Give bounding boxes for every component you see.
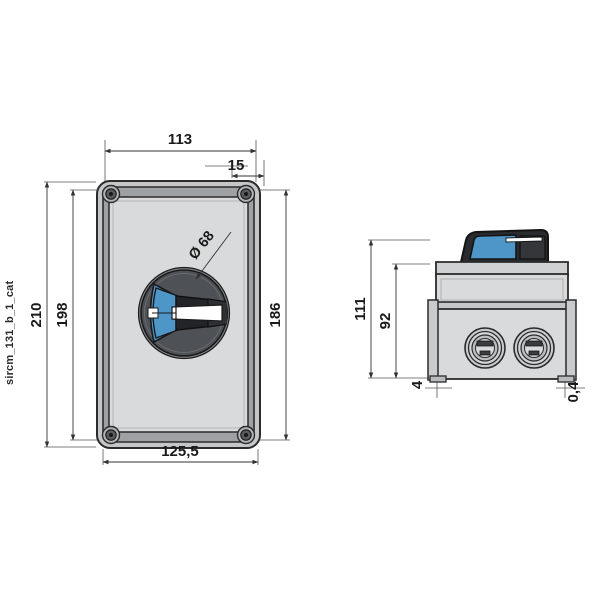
- dimension-label-186: 186: [267, 302, 284, 327]
- knob-handle: [147, 282, 228, 344]
- side-lid-body: [435, 273, 569, 305]
- dimension-width-113: 113: [104, 131, 257, 154]
- side-lid-inner-line: [440, 278, 564, 301]
- screw-bottom-right: [236, 425, 256, 445]
- enclosure-face-inner-line: [112, 200, 245, 429]
- dimension-width-125-5: 125,5: [102, 443, 259, 465]
- side-foot-right: [557, 375, 575, 383]
- cable-glands: [464, 327, 555, 369]
- handle-blue-face: [469, 234, 517, 260]
- corner-screws: [101, 184, 256, 445]
- handle-white-slot: [171, 304, 223, 322]
- side-enclosure: [427, 261, 577, 383]
- dimension-offset-15: 15: [228, 157, 265, 179]
- cable-gland-left[interactable]: [464, 327, 506, 369]
- side-foot-left: [429, 375, 447, 383]
- screw-bottom-left: [101, 425, 121, 445]
- dimension-label-4: 4: [409, 380, 426, 389]
- cable-gland-right[interactable]: [513, 327, 555, 369]
- side-handle[interactable]: [459, 228, 549, 263]
- front-view: Ø 68 113 15 210 198: [28, 131, 290, 465]
- dimension-label-210: 210: [28, 302, 45, 327]
- dimension-label-125-5: 125,5: [161, 443, 199, 460]
- side-mount-ear-left: [427, 299, 439, 381]
- dimension-label-15: 15: [228, 157, 245, 174]
- rotary-switch-knob[interactable]: [137, 266, 231, 360]
- dimension-label-113: 113: [168, 131, 192, 148]
- watermark-label: sircm_131_b_1_cat: [4, 281, 16, 385]
- side-view: 111 92 4 0,4: [352, 228, 585, 403]
- dimension-label-92: 92: [377, 313, 394, 330]
- dimension-height-92: 92: [377, 263, 399, 379]
- side-witness-lines: [368, 239, 585, 398]
- dimension-height-111: 111: [352, 239, 374, 379]
- dimension-foot-4: 4: [409, 380, 426, 389]
- dimension-height-210: 210: [28, 181, 50, 448]
- dimension-height-186: 186: [267, 189, 289, 441]
- watermark: sircm_131_b_1_cat: [4, 281, 16, 385]
- dimension-height-198: 198: [54, 189, 76, 441]
- handle-highlight-strip: [505, 236, 543, 243]
- dimension-foot-0-4: 0,4: [565, 381, 582, 403]
- side-mount-ear-right: [565, 299, 577, 381]
- screw-top-left: [101, 184, 121, 204]
- dimension-label-0-4: 0,4: [565, 381, 582, 403]
- dimension-label-111: 111: [352, 297, 369, 320]
- diameter-68-leader: [195, 231, 232, 280]
- screw-top-right: [236, 184, 256, 204]
- dimension-label-198: 198: [54, 302, 71, 327]
